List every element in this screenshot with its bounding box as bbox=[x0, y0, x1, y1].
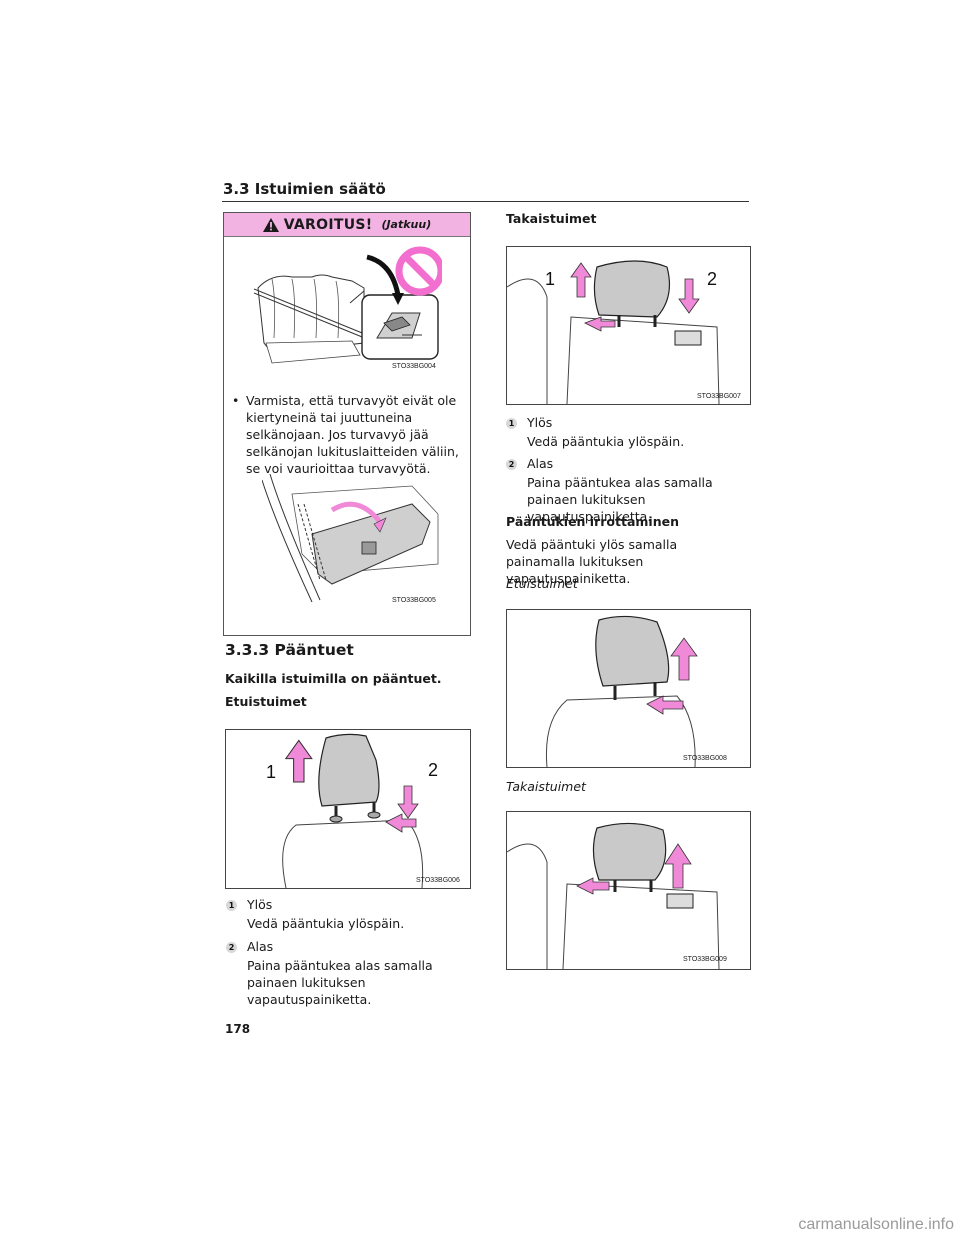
warning-header: VAROITUS! (Jatkuu) bbox=[224, 213, 470, 236]
page-number: 178 bbox=[225, 1022, 251, 1036]
left-item-2-desc: Paina pääntukea alas samalla painaen luk… bbox=[247, 958, 433, 1007]
right-item-2-title: Alas bbox=[526, 456, 554, 471]
left-item-1-title-row: 1 Ylös bbox=[226, 896, 272, 913]
right-item-1-title: Ylös bbox=[526, 415, 553, 430]
front-fig-label-1: 1 bbox=[266, 762, 276, 782]
step-number-2: 2 bbox=[226, 942, 237, 953]
subheading-all-seats: Kaikilla istuimilla on pääntuet. bbox=[225, 671, 442, 686]
step-number-1: 1 bbox=[226, 900, 237, 911]
figure-code-1: STO33BG004 bbox=[392, 363, 436, 370]
rear-headrest-illustration: 1 2 bbox=[506, 260, 720, 405]
right-item-2-title-row: 2 Alas bbox=[506, 455, 553, 472]
rear-seats-label: Takaistuimet bbox=[506, 779, 586, 794]
warning-continued: (Jatkuu) bbox=[381, 218, 432, 231]
front-seats-heading: Etuistuimet bbox=[225, 694, 307, 709]
step-number-2: 2 bbox=[506, 459, 517, 470]
figure-code-6: STO33BG009 bbox=[683, 956, 727, 963]
seatbelt-figure bbox=[253, 246, 442, 364]
right-item-1-title-row: 1 Ylös bbox=[506, 414, 552, 431]
front-seats-label: Etuistuimet bbox=[506, 576, 578, 591]
section-heading-headrests: 3.3.3 Pääntuet bbox=[225, 641, 354, 659]
bullet-symbol: • bbox=[232, 393, 240, 408]
right-item-1-desc: Vedä pääntukia ylöspäin. bbox=[527, 434, 685, 449]
figure-code-4: STO33BG007 bbox=[697, 393, 741, 400]
rear-removal-illustration bbox=[506, 822, 720, 970]
header-divider bbox=[222, 201, 749, 202]
left-item-1-desc: Vedä pääntukia ylöspäin. bbox=[247, 916, 405, 931]
seatback-lock-figure bbox=[262, 474, 439, 603]
front-headrest-illustration: 1 2 bbox=[266, 733, 438, 889]
left-item-2-title-row: 2 Alas bbox=[226, 938, 273, 955]
section-title: 3.3 Istuimien säätö bbox=[223, 180, 386, 198]
figure-code-2: STO33BG005 bbox=[392, 597, 436, 604]
rear-removal-figure bbox=[506, 811, 751, 970]
warning-box: VAROITUS! (Jatkuu) bbox=[223, 212, 471, 636]
left-item-2-title: Alas bbox=[246, 939, 274, 954]
front-headrest-figure: 1 2 bbox=[225, 729, 471, 889]
right-item-2-desc: Paina pääntukea alas samalla painaen luk… bbox=[527, 475, 713, 524]
watermark: carmanualsonline.info bbox=[798, 1216, 954, 1233]
removal-heading: Pääntukien irrottaminen bbox=[506, 514, 679, 529]
figure-code-3: STO33BG006 bbox=[416, 877, 460, 884]
rear-fig-label-1: 1 bbox=[545, 269, 555, 289]
warning-bullet-text: Varmista, että turvavyöt eivät ole kiert… bbox=[246, 393, 459, 476]
rear-headrest-figure: 1 2 bbox=[506, 246, 751, 405]
front-removal-figure bbox=[506, 609, 751, 768]
left-item-1-title: Ylös bbox=[246, 897, 273, 912]
warning-header-rule bbox=[224, 236, 470, 237]
figure-code-5: STO33BG008 bbox=[683, 755, 727, 762]
front-fig-label-2: 2 bbox=[428, 760, 438, 780]
removal-text: Vedä pääntuki ylös samalla painamalla lu… bbox=[506, 537, 678, 586]
warning-triangle-icon bbox=[262, 217, 279, 232]
rear-seats-heading: Takaistuimet bbox=[506, 211, 597, 226]
front-removal-illustration bbox=[545, 615, 698, 768]
rear-fig-label-2: 2 bbox=[707, 269, 717, 289]
warning-title: VAROITUS! bbox=[283, 216, 373, 233]
step-number-1: 1 bbox=[506, 418, 517, 429]
